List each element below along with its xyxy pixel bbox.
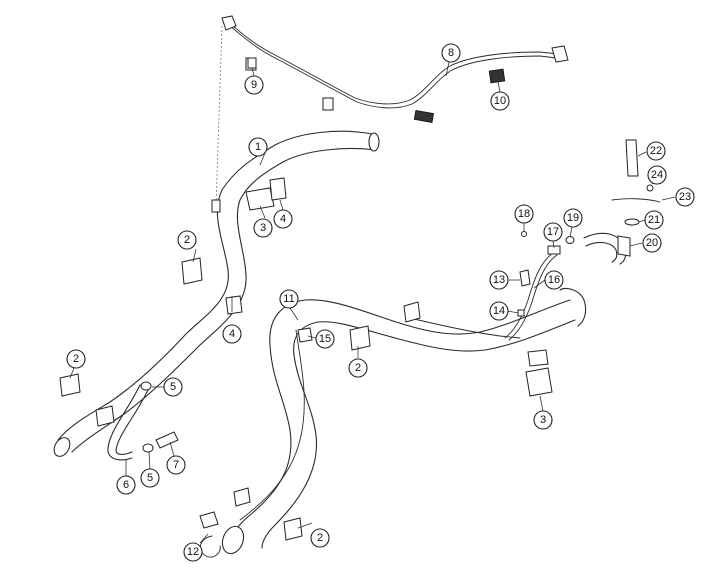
- svg-text:22: 22: [650, 145, 662, 157]
- svg-text:5: 5: [170, 381, 176, 393]
- hose-part-20: [583, 232, 631, 265]
- svg-text:20: 20: [646, 237, 658, 249]
- callout-7: 7: [166, 455, 186, 475]
- callout-9: 9: [244, 75, 264, 95]
- svg-text:14: 14: [493, 305, 505, 317]
- callout-13: 13: [489, 270, 509, 290]
- leader-lines: [69, 61, 676, 544]
- callout-20: 20: [642, 233, 662, 253]
- callout-3-right: 3: [533, 410, 553, 430]
- svg-text:4: 4: [280, 213, 286, 225]
- svg-text:19: 19: [567, 212, 579, 224]
- callout-14: 14: [489, 301, 509, 321]
- dashed-guide-line: [215, 25, 223, 206]
- svg-text:13: 13: [493, 274, 505, 286]
- callout-1: 1: [248, 137, 268, 157]
- callout-12: 12: [183, 542, 203, 562]
- svg-text:23: 23: [679, 191, 691, 203]
- callout-21: 21: [644, 210, 664, 230]
- hose-part-6: [107, 384, 149, 461]
- callout-5-upper: 5: [163, 377, 183, 397]
- callout-22: 22: [646, 141, 666, 161]
- svg-text:18: 18: [518, 208, 530, 220]
- svg-text:5: 5: [147, 472, 153, 484]
- callout-15: 15: [315, 329, 335, 349]
- svg-text:6: 6: [123, 479, 129, 491]
- svg-text:11: 11: [283, 293, 294, 305]
- callout-2-left: 2: [66, 349, 86, 369]
- callout-16: 16: [544, 270, 564, 290]
- svg-text:4: 4: [229, 328, 235, 340]
- svg-text:12: 12: [187, 546, 199, 558]
- fuel-tube-part-11: [221, 287, 587, 555]
- svg-text:9: 9: [251, 79, 257, 91]
- svg-text:2: 2: [355, 362, 361, 374]
- callout-8: 8: [441, 43, 461, 63]
- line-part-16: [504, 245, 561, 341]
- vent-line-part-8: [221, 15, 569, 123]
- callout-23: 23: [675, 187, 695, 207]
- callout-2-upper-left: 2: [177, 230, 197, 250]
- callout-5-lower: 5: [140, 468, 160, 488]
- svg-text:10: 10: [494, 95, 506, 107]
- svg-text:3: 3: [260, 222, 266, 234]
- callout-4-upper: 4: [273, 209, 293, 229]
- callout-4-middle: 4: [222, 324, 242, 344]
- svg-text:8: 8: [448, 47, 454, 59]
- svg-text:17: 17: [547, 226, 559, 238]
- svg-text:1: 1: [255, 141, 261, 153]
- svg-text:2: 2: [317, 532, 323, 544]
- small-parts: [59, 57, 661, 558]
- callout-6: 6: [116, 475, 136, 495]
- callout-2-bottom: 2: [310, 528, 330, 548]
- callout-3-upper: 3: [253, 218, 273, 238]
- callout-10: 10: [490, 91, 510, 111]
- svg-text:3: 3: [540, 414, 546, 426]
- svg-text:21: 21: [648, 214, 660, 226]
- callout-11: 11: [279, 289, 299, 309]
- svg-text:16: 16: [548, 274, 560, 286]
- callout-19: 19: [563, 208, 583, 228]
- svg-text:2: 2: [73, 353, 79, 365]
- callout-2-center: 2: [348, 358, 368, 378]
- svg-text:2: 2: [184, 234, 190, 246]
- callout-17: 17: [543, 222, 563, 242]
- svg-text:15: 15: [319, 333, 331, 345]
- callout-18: 18: [514, 204, 534, 224]
- svg-text:24: 24: [651, 169, 663, 181]
- svg-text:7: 7: [173, 459, 179, 471]
- callout-24: 24: [647, 165, 667, 185]
